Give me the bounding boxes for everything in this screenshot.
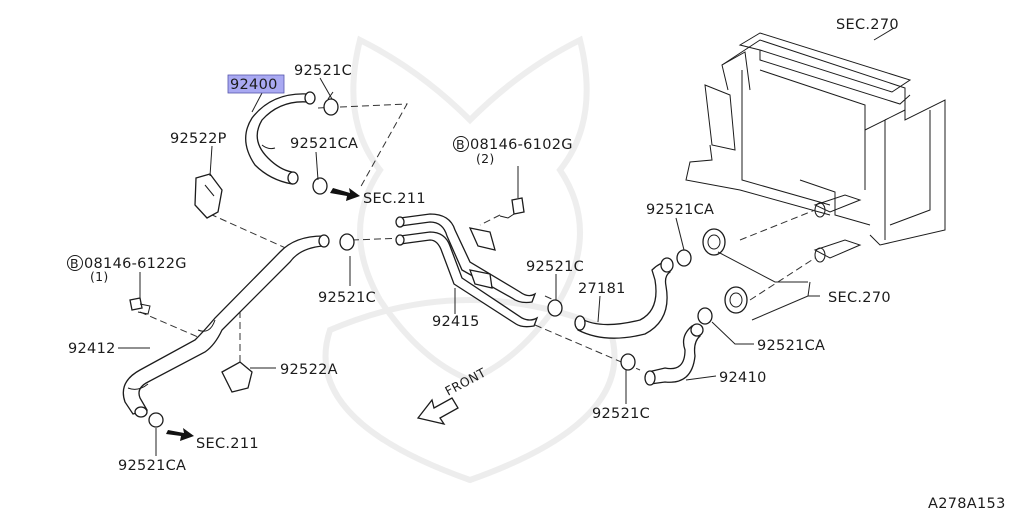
- arrow-sec211-bottom: [166, 428, 194, 441]
- hose-27181: [574, 257, 674, 339]
- clamp-92521ca-top: [312, 177, 328, 195]
- clamp-92521ca-right: [676, 249, 692, 267]
- label-92521c-bottom[interactable]: 92521C: [592, 406, 650, 422]
- hose-92410: [644, 323, 704, 386]
- label-92522p[interactable]: 92522P: [170, 131, 227, 147]
- bolt-callout-6122g: B 08146-6122G (1): [67, 255, 187, 284]
- bolt-callout-6102g: B 08146-6102G (2): [453, 136, 573, 166]
- bolt-08146-6122g: [129, 297, 151, 315]
- bolt-08146-6102g: [499, 197, 525, 219]
- label-92521ca-lower[interactable]: 92521CA: [757, 338, 825, 354]
- label-92521c-left[interactable]: 92521C: [318, 290, 376, 306]
- leader-lines: [118, 27, 895, 456]
- label-08146-6122g-qty: (1): [90, 269, 109, 284]
- label-92521c-top[interactable]: 92521C: [294, 63, 352, 79]
- pipes-92415: [395, 213, 539, 328]
- label-sec270-mid[interactable]: SEC.270: [828, 290, 891, 306]
- label-92521ca-bottom[interactable]: 92521CA: [118, 458, 186, 474]
- label-27181[interactable]: 27181: [578, 281, 626, 297]
- bolt-symbol-icon: B: [70, 256, 79, 271]
- clamp-92521c-mid: [547, 299, 563, 317]
- hose-92400: [245, 91, 316, 185]
- bracket-92522a: [221, 361, 253, 393]
- label-08146-6122g[interactable]: 08146-6122G: [84, 256, 187, 272]
- bolt-symbol-icon: B: [456, 137, 465, 152]
- arrow-sec211-top: [330, 188, 360, 201]
- bracket-92522p: [194, 173, 223, 219]
- heater-unit: [685, 32, 946, 263]
- label-08146-6102g-qty: (2): [476, 151, 495, 166]
- clamp-92521ca-bottom: [148, 412, 164, 428]
- label-92521ca-top[interactable]: 92521CA: [290, 136, 358, 152]
- label-92522a[interactable]: 92522A: [280, 362, 338, 378]
- label-92521ca-right[interactable]: 92521CA: [646, 202, 714, 218]
- label-sec270-top[interactable]: SEC.270: [836, 17, 899, 33]
- grommet-lower: [724, 286, 748, 314]
- label-92410[interactable]: 92410: [719, 370, 767, 386]
- highlight-92400: [227, 74, 285, 94]
- grommet-upper: [702, 228, 726, 256]
- watermark: [322, 35, 618, 484]
- label-08146-6102g[interactable]: 08146-6102G: [470, 137, 573, 153]
- clamp-92521c-left: [339, 233, 355, 251]
- label-sec211-bottom[interactable]: SEC.211: [196, 436, 259, 452]
- label-92415[interactable]: 92415: [432, 314, 480, 330]
- label-sec211-top[interactable]: SEC.211: [363, 191, 426, 207]
- label-92521c-mid[interactable]: 92521C: [526, 259, 584, 275]
- hose-92412: [122, 234, 330, 418]
- clamp-92521ca-lower: [697, 307, 713, 325]
- clamp-92521c-top: [323, 91, 339, 116]
- label-92412[interactable]: 92412: [68, 341, 116, 357]
- front-arrow-icon: [416, 397, 459, 426]
- clamp-92521c-bottom: [620, 353, 636, 371]
- diagram-id: A278A153: [928, 496, 1006, 511]
- label-92400[interactable]: 92400: [230, 77, 278, 93]
